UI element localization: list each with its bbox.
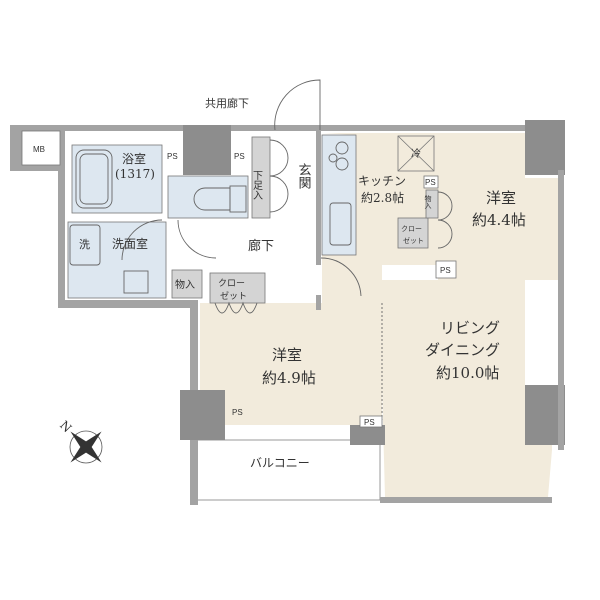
room-east-size-label: 約4.4帖 [472, 211, 526, 229]
closet-door-swing [214, 301, 258, 314]
stove-burner [328, 153, 338, 163]
room-west-label: 洋室 [272, 346, 302, 364]
wall-top [10, 125, 555, 131]
bath-floor [71, 144, 163, 214]
closet-label-1: クロー [218, 278, 245, 289]
ps-box-mid [359, 415, 383, 428]
wall-hall-right [316, 295, 321, 310]
toilet [193, 187, 231, 211]
east-closet-door-swing [437, 191, 453, 249]
washroom-label: 洗面室 [112, 236, 148, 251]
storage-box [171, 269, 203, 299]
hallway-label: 廊下 [248, 238, 274, 254]
wall-column-top [183, 125, 231, 175]
shoe-storage-label: 下足入 [251, 170, 263, 200]
toilet-door-swing [177, 219, 217, 259]
wall-mb-bottom [10, 165, 65, 171]
room-west-floor [200, 303, 382, 425]
ps-label: PS [440, 266, 451, 275]
stove-burner [335, 157, 349, 171]
kitchen-size-label: 約2.8帖 [361, 190, 404, 205]
balcony-label: バルコニー [250, 456, 310, 470]
walls [10, 120, 565, 505]
wall-left-bottom [58, 300, 198, 308]
mb-box [21, 130, 61, 166]
kitchen-closet-label-1: クロー [401, 225, 422, 233]
kitchen-sink [329, 202, 352, 246]
fridge-cross [397, 135, 435, 172]
wall-mb [10, 125, 22, 167]
ps-box-kitchen [423, 175, 439, 189]
washer-label: 洗 [79, 238, 90, 251]
kitchen-closet-label-2: ゼット [403, 236, 424, 245]
wall-column-left [180, 390, 225, 440]
wall-column-mid [350, 425, 385, 445]
common-corridor-label: 共用廊下 [205, 96, 249, 110]
kitchen-living-floor [322, 133, 552, 497]
ps-label: PS [425, 178, 436, 187]
toilet-tank [229, 185, 247, 213]
fridge-label: 冷 [411, 147, 421, 160]
stove-burner [335, 141, 349, 155]
wall-left [58, 125, 65, 305]
closet-box [209, 272, 266, 304]
ps-label: PS [167, 152, 178, 161]
entry-door-swing [274, 79, 321, 131]
bath-door-swing [121, 219, 163, 261]
ps-label: PS [232, 408, 243, 417]
wall-bottom [380, 497, 552, 503]
kitchen-counter [321, 134, 357, 256]
shoe-storage [251, 136, 271, 219]
bath-label: 浴室 [122, 151, 146, 166]
fixtures [69, 79, 453, 420]
compass-icon: N [57, 418, 103, 464]
sink [123, 270, 149, 294]
ps-box-east [435, 260, 457, 279]
ps-label: PS [364, 418, 375, 427]
room-east-floor [438, 133, 558, 280]
wall-kitchen [316, 125, 321, 265]
kitchen-storage-box [425, 189, 439, 219]
shoe-door-swing [269, 139, 289, 213]
room-west-size-label: 約4.9帖 [262, 369, 316, 387]
kitchen-storage-label: 物入 [424, 194, 432, 209]
closet-label-2: ゼット [220, 290, 247, 302]
ps-label: PS [234, 152, 245, 161]
washroom-floor [67, 221, 167, 299]
kitchen-closet-box [397, 217, 429, 249]
bathtub [75, 149, 113, 209]
balcony-floor [196, 439, 381, 501]
hall-door-swing [320, 257, 362, 297]
bath-size-label: (1317) [115, 167, 155, 181]
living-label-1: リビング [440, 319, 500, 337]
storage-label: 物入 [175, 278, 195, 291]
wall-column-topright [525, 120, 565, 175]
toilet-floor [167, 175, 249, 219]
ps-boxes [359, 175, 457, 428]
kitchen-label: キッチン [358, 174, 406, 188]
bathtub-inner [79, 153, 109, 205]
washer [69, 224, 101, 266]
mb-label: MB [33, 145, 45, 154]
entrance-label: 玄関 [296, 163, 312, 190]
floors [67, 133, 558, 501]
living-size-label: 約10.0帖 [436, 364, 499, 382]
room-east-label: 洋室 [486, 189, 516, 207]
living-label-2: ダイニング [425, 341, 500, 359]
wall-right [558, 170, 564, 450]
